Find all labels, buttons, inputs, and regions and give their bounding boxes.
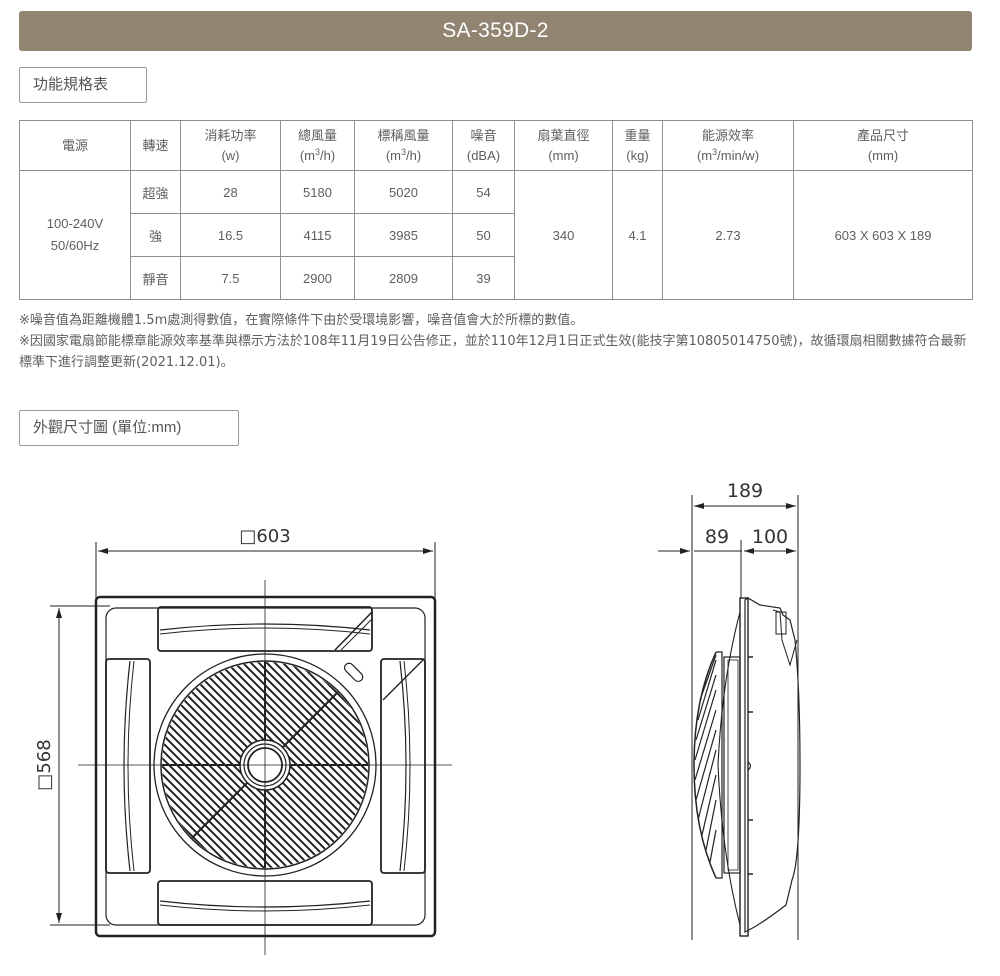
cell-blade-diameter: 340 [514,170,613,300]
col-header-energy-efficiency: 能源效率(m3/min/w) [662,120,794,171]
spec-table-section-button[interactable]: 功能規格表 [19,67,147,103]
side-view-drawing [658,495,801,940]
note-energy-standard: ※因國家電扇節能標章能源效率基準與標示方法於108年11月19日公告修正，並於1… [19,334,967,370]
side-front-depth-label: 89 [705,526,729,548]
front-width-label: □603 [239,526,290,547]
cell-rated-airflow: 5020 [354,170,453,214]
side-total-depth-label: 189 [727,480,763,502]
front-view-drawing [50,542,452,955]
col-header-blade-diameter: 扇葉直徑(mm) [514,120,613,171]
cell-rated-airflow: 2809 [354,256,453,300]
table-row: 強 16.5 4115 3985 50 [20,213,973,257]
model-title-bar: SA-359D-2 [19,11,972,51]
col-header-weight: 重量(kg) [612,120,663,171]
spec-table-section-label: 功能規格表 [33,76,109,93]
col-header-total-airflow: 總風量(m3/h) [280,120,355,171]
front-height-label: □568 [34,739,55,790]
col-header-product-size: 產品尺寸(mm) [793,120,973,171]
cell-rated-airflow: 3985 [354,213,453,257]
table-row: 100-240V 50/60Hz 超強 28 5180 5020 54 340 … [19,170,973,300]
note-noise: ※噪音值為距離機體1.5m處測得數值，在實際條件下由於受環境影響，噪音值會大於所… [19,313,584,328]
spec-table: 電源 轉速 消耗功率(w) 總風量(m3/h) 標稱風量(m3/h) 噪音(dB… [19,120,973,300]
spec-notes: ※噪音值為距離機體1.5m處測得數值，在實際條件下由於受環境影響，噪音值會大於所… [19,310,979,373]
cell-energy-efficiency: 2.73 [662,170,794,300]
dimension-drawing-section-label: 外觀尺寸圖 (單位:mm) [33,419,182,436]
cell-power-supply: 100-240V 50/60Hz [19,170,131,300]
table-header-row: 電源 轉速 消耗功率(w) 總風量(m3/h) 標稱風量(m3/h) 噪音(dB… [19,120,973,171]
cell-product-size: 603 X 603 X 189 [793,170,973,300]
cell-total-airflow: 5180 [280,170,355,214]
cell-weight: 4.1 [612,170,663,300]
cell-total-airflow: 2900 [280,256,355,300]
dimension-drawing-section-button[interactable]: 外觀尺寸圖 (單位:mm) [19,410,239,446]
cell-noise: 50 [452,213,515,257]
side-back-depth-label: 100 [752,526,788,548]
col-header-power: 消耗功率(w) [180,120,281,171]
table-row: 靜音 7.5 2900 2809 39 [20,256,973,300]
model-title: SA-359D-2 [442,19,549,42]
cell-power: 7.5 [180,256,281,300]
cell-noise: 39 [452,256,515,300]
